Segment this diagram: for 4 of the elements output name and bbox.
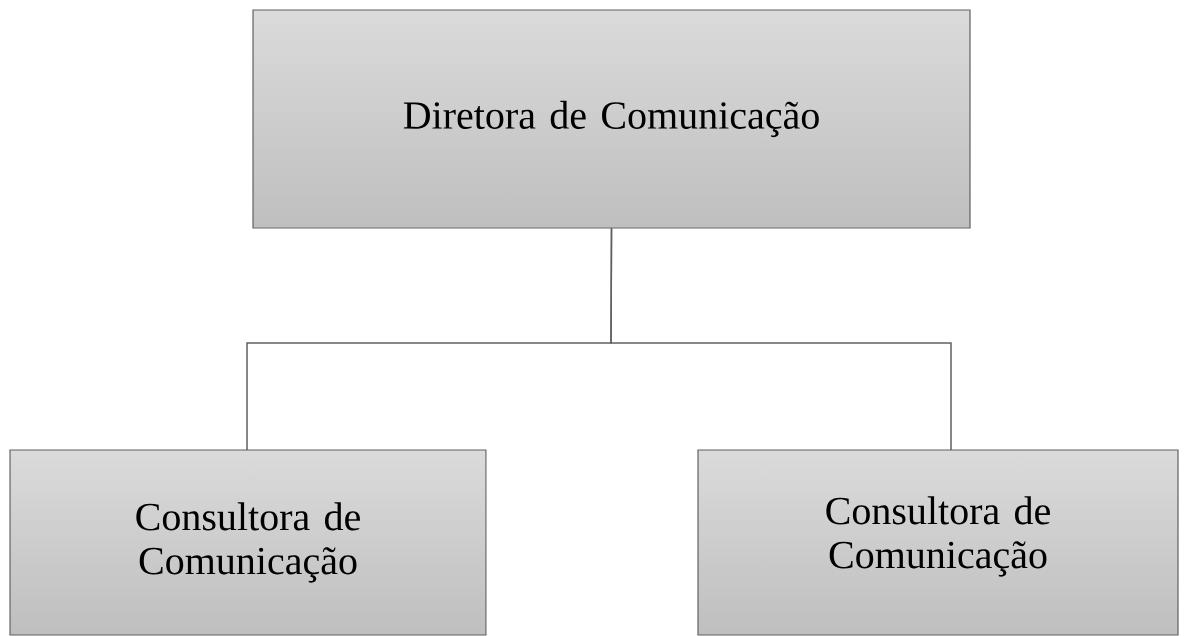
- org-box: Consultora de Comunicação: [697, 449, 1179, 636]
- connector-line: [610, 227, 952, 451]
- org-box: Consultora de Comunicação: [9, 449, 487, 636]
- org-box: Diretora de Comunicação: [252, 9, 971, 229]
